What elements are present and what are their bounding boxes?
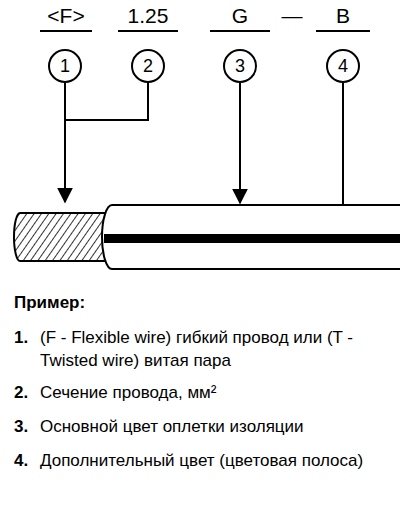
- item-text: Дополнительный цвет (цветовая полоса): [40, 450, 370, 473]
- callout-number: 2: [143, 57, 153, 75]
- callout-number: 3: [235, 57, 245, 75]
- callout-number: 4: [338, 57, 348, 75]
- insulation: [102, 205, 400, 269]
- code-dash: —: [282, 4, 303, 27]
- code-underlines: [40, 30, 370, 32]
- callout-circle: 2: [131, 49, 165, 83]
- callout-circle: 3: [223, 49, 257, 83]
- color-stripe: [104, 234, 400, 243]
- code-main-color: G: [232, 4, 248, 27]
- circle-outline: [327, 50, 359, 82]
- callout-circle: 4: [326, 49, 360, 83]
- circle-outline: [132, 50, 164, 82]
- callout-circle: 1: [48, 49, 82, 83]
- code-flag: <F>: [47, 4, 84, 27]
- example-heading: Пример:: [14, 292, 85, 315]
- item-text: (F - Flexible wire) гибкий провод или (T…: [40, 327, 385, 373]
- callout-number: 1: [60, 57, 70, 75]
- item-number: 2.: [14, 382, 28, 405]
- item-number: 3.: [14, 416, 28, 439]
- conductor: [14, 213, 112, 261]
- item-number: 4.: [14, 450, 28, 473]
- item-number: 1.: [14, 327, 28, 350]
- code-stripe-color: B: [336, 4, 350, 27]
- circle-outline: [49, 50, 81, 82]
- item-text: Сечение провода, мм²: [40, 382, 385, 405]
- code-section: 1.25: [128, 4, 169, 27]
- circle-outline: [224, 50, 256, 82]
- item-text: Основной цвет оплетки изоляции: [40, 416, 385, 439]
